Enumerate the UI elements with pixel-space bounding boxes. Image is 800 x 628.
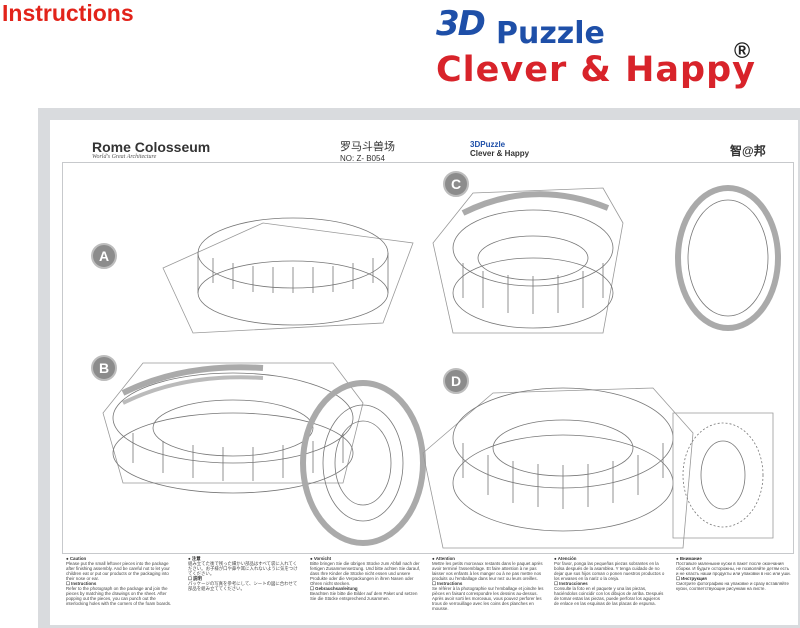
step-b-top-piece	[121, 364, 264, 396]
step-d-base-board	[422, 387, 694, 549]
notes-japanese: ● 注意 組み立てた後で残った細かい部品はすべて袋に入れてください。お子様が口や…	[188, 556, 300, 622]
notes-french: ● Attention Mettre les petits morceaux r…	[432, 556, 544, 622]
step-d-ring-piece-inner	[700, 440, 746, 510]
notes-spanish: ● Atención Por favor, ponga las pequeñas…	[554, 556, 666, 622]
notes-russian: ● Внимание Поставьте маленькие куски в п…	[676, 556, 792, 622]
note-text: Смотрите фотографию на упаковке и сразу …	[676, 581, 789, 591]
step-d-small-board	[672, 412, 774, 539]
instructions-heading: Instructions	[2, 0, 134, 26]
sheet-logo-name: Clever & Happy	[470, 149, 530, 158]
step-b-base-ring	[112, 412, 354, 494]
step-c-wall-arches	[462, 263, 604, 314]
note-text: Refer to the photograph on the package a…	[66, 586, 172, 606]
step-a-badge: A	[91, 243, 117, 269]
step-c-base-board	[432, 187, 624, 334]
note-text: Bitte bringen Sie die übrigen Stücke zum…	[310, 561, 421, 586]
note-heading: ☐ Gebrauchsanleitung	[310, 586, 358, 591]
sheet-title-cn: 罗马斗兽场	[340, 141, 395, 153]
step-d-wall-arches	[462, 443, 664, 509]
sheet-inner: Rome Colosseum World's Great Architectur…	[50, 120, 798, 625]
assembly-diagrams: A B C D	[62, 162, 794, 554]
notes-german: ● Vorsicht Bitte bringen Sie die übrigen…	[310, 556, 422, 622]
note-heading: ● 注意	[188, 556, 201, 561]
instruction-sheet: Rome Colosseum World's Great Architectur…	[38, 108, 800, 628]
note-heading: ● Atención	[554, 556, 577, 561]
step-c-base-rim	[452, 257, 614, 329]
note-text: 組み立てた後で残った細かい部品はすべて袋に入れてください。お子様が口や鼻や耳に入…	[188, 561, 298, 576]
step-c-ring-piece-inner	[687, 199, 769, 317]
step-c-badge: C	[443, 171, 469, 197]
step-b-badge: B	[91, 355, 117, 381]
step-b-base-board	[102, 362, 364, 484]
assembly-drawings	[102, 185, 781, 549]
step-b-ring-piece-outer	[300, 380, 426, 546]
sheet-subtitle: World's Great Architecture	[92, 154, 157, 160]
note-text: Beachten Sie bitte die Bilder auf dem Pa…	[310, 591, 418, 601]
note-heading: ☐ Инструкция	[676, 576, 707, 581]
note-heading: ☐ Instructions	[432, 581, 463, 586]
note-text: パッケージの写真を参考にして、シートの図に合わせて部品を組み立ててください。	[188, 581, 298, 591]
sheet-title: Rome Colosseum	[92, 139, 211, 155]
sheet-logo-3d: 3D	[470, 140, 481, 149]
note-text: Mettre les petits morceaux restants dans…	[432, 561, 543, 581]
sheet-brand-cn: 智@邦	[730, 144, 766, 158]
note-heading: ☐ Instrucciones	[554, 581, 588, 586]
model-number: NO: Z- B054	[340, 154, 385, 163]
brand-logo: 3D Puzzle Clever & Happy ®	[436, 4, 766, 96]
note-heading: ☐ 説明	[188, 576, 202, 581]
step-d-badge: D	[443, 368, 469, 394]
brand-puzzle-word: Puzzle	[496, 16, 605, 51]
step-d-ring-piece-outer	[682, 422, 764, 528]
step-b-inner-ring	[152, 399, 314, 457]
step-b-wall-arches	[132, 433, 344, 481]
step-c-ring-piece-outer	[675, 185, 781, 331]
note-text: Please put the small leftover pieces int…	[66, 561, 170, 581]
step-b-second-piece	[122, 375, 264, 405]
notes-english: ● Caution Please put the small leftover …	[66, 556, 178, 622]
sheet-logo-puzzle: Puzzle	[480, 140, 506, 149]
note-heading: ● Attention	[432, 556, 455, 561]
step-b-ring-piece-arena	[334, 420, 392, 506]
note-heading: ● Caution	[66, 556, 87, 561]
note-text: Se référer à la photographie sur l'embal…	[432, 586, 544, 611]
step-c-top-rim	[452, 209, 614, 287]
step-b-outer-ring	[112, 372, 354, 464]
step-c-top-piece	[461, 191, 610, 216]
step-b-ring-piece-inner	[322, 404, 404, 522]
multilingual-notes: ● Caution Please put the small leftover …	[62, 556, 798, 622]
note-text: Consulte la foto en el paquete y una las…	[554, 586, 664, 606]
brand-3d-mark: 3D	[436, 4, 486, 44]
note-text: Поставьте маленькие куски в пакет после …	[676, 561, 791, 576]
step-a-wall-arches	[212, 258, 374, 293]
registered-mark: ®	[734, 38, 751, 63]
sheet-logo: 3DPuzzle Clever & Happy	[470, 140, 529, 158]
note-heading: ☐ Instructions	[66, 581, 97, 586]
step-a-base-board	[162, 222, 414, 334]
note-text: Por favor, ponga las pequeñas piezas sob…	[554, 561, 665, 581]
brand-name: Clever & Happy	[436, 50, 756, 90]
note-heading: ● Vorsicht	[310, 556, 332, 561]
note-heading: ● Внимание	[676, 556, 702, 561]
